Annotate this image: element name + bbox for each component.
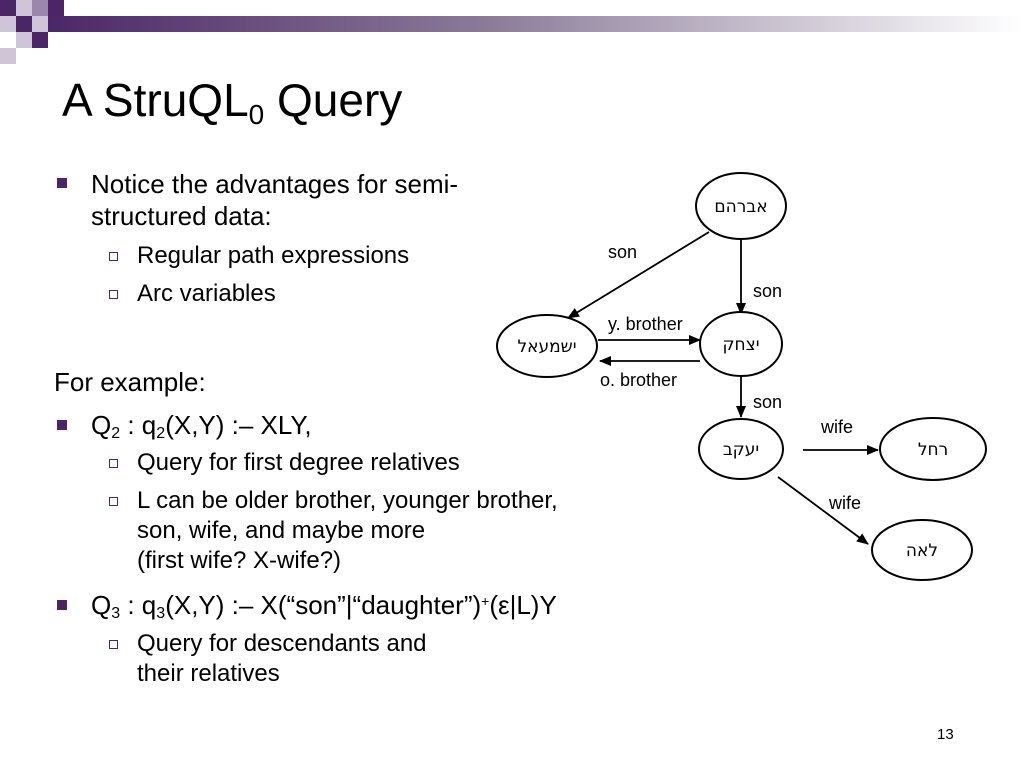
node-yishmael: ישמעאל bbox=[496, 314, 598, 378]
sub-bullet-descendants-line2: their relatives bbox=[137, 660, 280, 687]
sub-bullet-arc-variables: Arc variables bbox=[137, 280, 276, 307]
sub-bullet-square bbox=[109, 640, 118, 649]
edge-label-wife-2: wife bbox=[828, 493, 861, 513]
sub-bullet-first-degree: Query for first degree relatives bbox=[137, 449, 460, 476]
sub-bullet-square bbox=[109, 252, 118, 261]
edge-label-younger-brother: y. brother bbox=[608, 314, 683, 334]
edge-son-avraham-yishmael bbox=[567, 231, 710, 319]
node-label-yishmael: ישמעאל bbox=[517, 337, 576, 357]
for-example-heading: For example: bbox=[54, 367, 206, 397]
node-label-avraham: אברהם bbox=[714, 197, 767, 217]
bullet-square bbox=[57, 600, 67, 610]
q3-query-subscript: 3 bbox=[156, 605, 166, 622]
edge-label-son-1: son bbox=[608, 242, 637, 262]
sub-bullet-regular-paths: Regular path expressions bbox=[137, 242, 410, 269]
node-label-yitzchak: יצחק bbox=[722, 335, 759, 355]
node-label-leah: לאה bbox=[906, 541, 938, 561]
bullet-square bbox=[57, 178, 67, 188]
title-main: A StruQL bbox=[62, 74, 249, 126]
sub-bullet-square bbox=[109, 290, 118, 299]
node-leah: לאה bbox=[871, 519, 973, 581]
slide-title: A StruQL0 Query bbox=[62, 70, 402, 130]
node-avraham: אברהם bbox=[695, 172, 787, 240]
edge-label-son-3: son bbox=[753, 392, 782, 412]
node-yaakov: יעקב bbox=[698, 418, 784, 480]
node-label-yaakov: יעקב bbox=[723, 440, 759, 460]
q3-subscript: 3 bbox=[111, 605, 121, 622]
node-label-rachel: רחל bbox=[918, 440, 948, 460]
page-number: 13 bbox=[937, 726, 954, 743]
bullet-q2: Q2 : q2(X,Y) :– XLY, bbox=[91, 409, 312, 442]
sub-bullet-l-line2: son, wife, and maybe more bbox=[137, 517, 426, 544]
q3-expression-tail: (ε|L)Y bbox=[489, 590, 557, 620]
sub-bullet-square bbox=[109, 459, 118, 468]
bullet-q3: Q3 : q3(X,Y) :– X(“son”|“daughter”)+(ε|L… bbox=[91, 589, 557, 622]
node-rachel: רחל bbox=[879, 417, 987, 481]
q3-expression: (X,Y) :– X(“son”|“daughter”) bbox=[165, 590, 482, 620]
bullet-notice-line2: structured data: bbox=[91, 201, 272, 231]
q2-subscript: 2 bbox=[111, 425, 121, 442]
bullet-square bbox=[57, 420, 67, 430]
edge-label-older-brother: o. brother bbox=[600, 370, 677, 390]
node-yitzchak: יצחק bbox=[699, 311, 783, 377]
sub-bullet-l-line1: L can be older brother, younger brother, bbox=[137, 487, 558, 514]
sub-bullet-square bbox=[109, 497, 118, 506]
sub-bullet-l-line3: (first wife? X-wife?) bbox=[137, 547, 342, 574]
q2-letter: Q bbox=[91, 410, 112, 440]
q2-query-subscript: 2 bbox=[156, 425, 166, 442]
q3-query-name: : q bbox=[120, 590, 157, 620]
edge-label-wife-1: wife bbox=[820, 417, 853, 437]
edge-label-son-2: son bbox=[753, 281, 782, 301]
q2-expression: (X,Y) :– XLY, bbox=[165, 410, 312, 440]
bullet-notice-line1: Notice the advantages for semi- bbox=[91, 169, 459, 199]
q3-plus-superscript: + bbox=[481, 593, 490, 609]
edge-wife-leah bbox=[777, 476, 869, 545]
title-tail: Query bbox=[277, 74, 403, 126]
title-subscript: 0 bbox=[248, 99, 265, 130]
q2-query-name: : q bbox=[120, 410, 157, 440]
sub-bullet-descendants-line1: Query for descendants and bbox=[137, 630, 427, 657]
q3-letter: Q bbox=[91, 590, 112, 620]
corner-decoration bbox=[0, 0, 1024, 64]
